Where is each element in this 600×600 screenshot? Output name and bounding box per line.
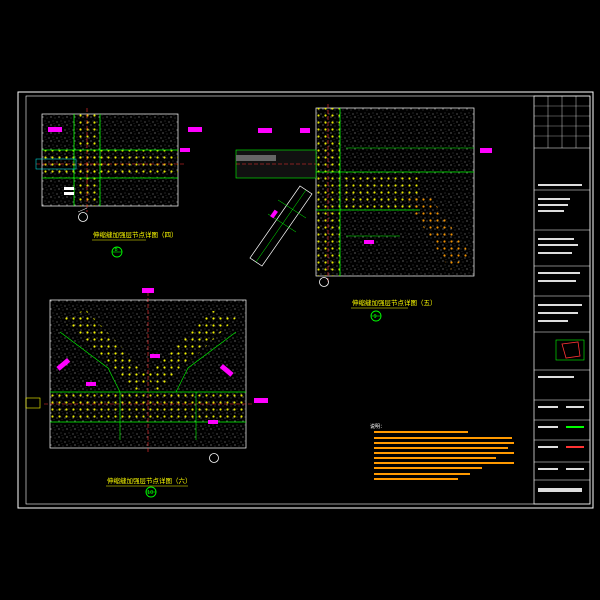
- detail-8-drawing: [35, 108, 202, 258]
- detail-9-steel-diagonal: [249, 185, 313, 267]
- detail-9-diagonal-brace: [404, 196, 470, 270]
- sheet-outer-border: [17, 91, 594, 509]
- notes-block: 说明：: [370, 423, 514, 480]
- detail-10-left-brace: [60, 310, 150, 392]
- detail-10-right-brace: [146, 310, 236, 392]
- notes-heading: 说明：: [370, 423, 385, 430]
- detail-10-number: 10: [147, 490, 153, 496]
- detail-8-number: 8: [115, 247, 118, 253]
- detail-10-drawing: [25, 288, 268, 498]
- detail-9-drawing: [235, 104, 492, 322]
- detail-9-number: 9: [374, 314, 377, 320]
- title-block: [533, 95, 591, 505]
- detail-9-title: 伸缩缝加强层节点详图（五）: [352, 298, 437, 307]
- detail-8-title: 伸缩缝加强层节点详图（四）: [93, 230, 178, 239]
- detail-9-beam: [340, 172, 420, 210]
- key-plan: [555, 339, 585, 361]
- detail-10-title: 伸缩缝加强层节点详图（六）: [107, 476, 192, 485]
